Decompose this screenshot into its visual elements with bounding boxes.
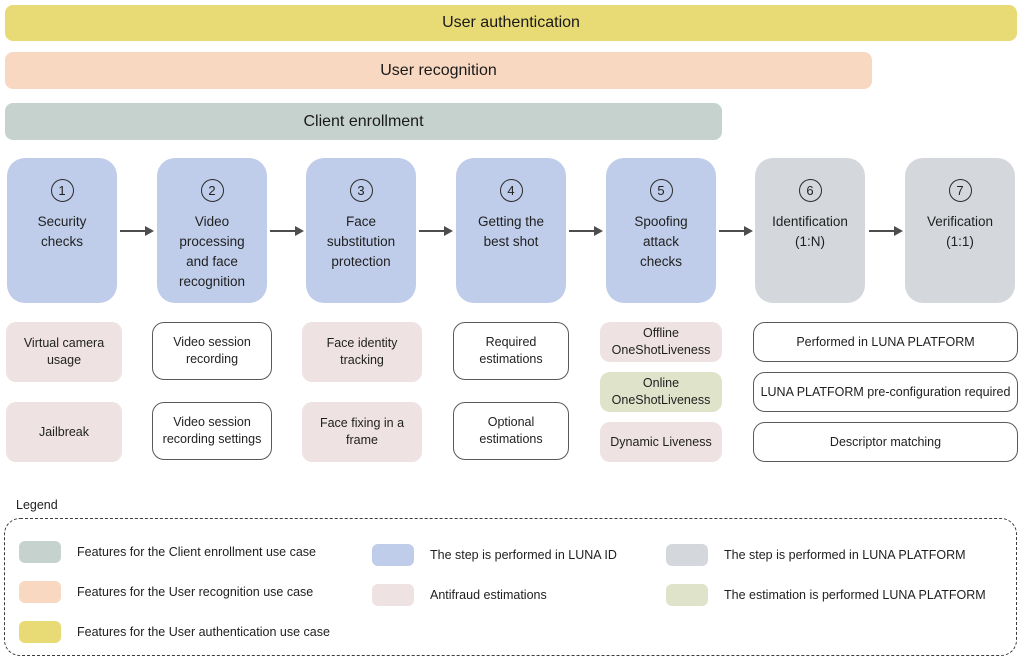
feature-platform-preconfiguration: LUNA PLATFORM pre-configuration required <box>753 372 1018 412</box>
step-video-processing: 2 Video processing and face recognition <box>157 158 267 303</box>
step-number-badge: 2 <box>200 179 224 202</box>
arrow-right-icon <box>869 226 903 236</box>
legend-item-user-authentication: Features for the User authentication use… <box>19 621 330 643</box>
feature-face-identity-tracking: Face identity tracking <box>302 322 422 382</box>
step-security-checks: 1 Security checks <box>7 158 117 303</box>
step-number-badge: 1 <box>50 179 74 202</box>
feature-video-session-recording: Video session recording <box>152 322 272 380</box>
legend-swatch-recognition-icon <box>19 581 61 603</box>
step-face-substitution-protection: 3 Face substitution protection <box>306 158 416 303</box>
feature-optional-estimations: Optional estimations <box>453 402 569 460</box>
feature-online-oneshotliveness: Online OneShotLiveness <box>600 372 722 412</box>
step-number-badge: 3 <box>349 179 373 202</box>
legend-swatch-luna-id-icon <box>372 544 414 566</box>
legend-item-label: The step is performed in LUNA PLATFORM <box>724 548 966 562</box>
step-best-shot: 4 Getting the best shot <box>456 158 566 303</box>
legend-swatch-authentication-icon <box>19 621 61 643</box>
legend-item-label: The step is performed in LUNA ID <box>430 548 617 562</box>
legend-item-antifraud: Antifraud estimations <box>372 584 547 606</box>
step-label: Video processing and face recognition <box>178 214 246 289</box>
step-label: Face substitution protection <box>326 214 396 269</box>
feature-video-recording-settings: Video session recording settings <box>152 402 272 460</box>
arrow-right-icon <box>419 226 453 236</box>
arrow-right-icon <box>569 226 603 236</box>
legend-item-label: Features for the Client enrollment use c… <box>77 545 317 559</box>
legend-box: Features for the Client enrollment use c… <box>4 518 1017 656</box>
step-number-badge: 7 <box>948 179 972 202</box>
legend-title: Legend <box>16 498 58 512</box>
step-number-badge: 5 <box>649 179 673 202</box>
step-label: Verification (1:1) <box>926 214 994 249</box>
step-label: Identification (1:N) <box>772 214 848 249</box>
feature-virtual-camera-usage: Virtual camera usage <box>6 322 122 382</box>
bar-user-authentication: User authentication <box>5 5 1017 41</box>
feature-face-fixing-in-frame: Face fixing in a frame <box>302 402 422 462</box>
bar-user-recognition: User recognition <box>5 52 872 89</box>
legend-swatch-estimation-icon <box>666 584 708 606</box>
step-label: Getting the best shot <box>477 214 545 249</box>
legend-item-luna-id-step: The step is performed in LUNA ID <box>372 544 617 566</box>
feature-performed-in-luna-platform: Performed in LUNA PLATFORM <box>753 322 1018 362</box>
arrow-right-icon <box>719 226 753 236</box>
legend-item-label: The estimation is performed LUNA PLATFOR… <box>724 588 986 602</box>
legend-item-luna-platform-step: The step is performed in LUNA PLATFORM <box>666 544 966 566</box>
arrow-right-icon <box>270 226 304 236</box>
step-label: Spoofing attack checks <box>634 214 688 269</box>
legend-item-label: Features for the User recognition use ca… <box>77 585 314 599</box>
step-verification: 7 Verification (1:1) <box>905 158 1015 303</box>
feature-dynamic-liveness: Dynamic Liveness <box>600 422 722 462</box>
legend-swatch-enrollment-icon <box>19 541 61 563</box>
legend-item-user-recognition: Features for the User recognition use ca… <box>19 581 313 603</box>
step-identification: 6 Identification (1:N) <box>755 158 865 303</box>
step-number-badge: 6 <box>798 179 822 202</box>
arrow-right-icon <box>120 226 154 236</box>
feature-descriptor-matching: Descriptor matching <box>753 422 1018 462</box>
legend-item-client-enrollment: Features for the Client enrollment use c… <box>19 541 316 563</box>
legend-swatch-antifraud-icon <box>372 584 414 606</box>
legend-item-label: Antifraud estimations <box>430 588 547 602</box>
feature-required-estimations: Required estimations <box>453 322 569 380</box>
step-spoofing-attack-checks: 5 Spoofing attack checks <box>606 158 716 303</box>
step-label: Security checks <box>37 214 87 249</box>
legend-swatch-luna-platform-icon <box>666 544 708 566</box>
step-number-badge: 4 <box>499 179 523 202</box>
feature-offline-oneshotliveness: Offline OneShotLiveness <box>600 322 722 362</box>
feature-jailbreak: Jailbreak <box>6 402 122 462</box>
bar-client-enrollment: Client enrollment <box>5 103 722 140</box>
legend-item-estimation-platform: The estimation is performed LUNA PLATFOR… <box>666 584 986 606</box>
legend-item-label: Features for the User authentication use… <box>77 625 330 639</box>
